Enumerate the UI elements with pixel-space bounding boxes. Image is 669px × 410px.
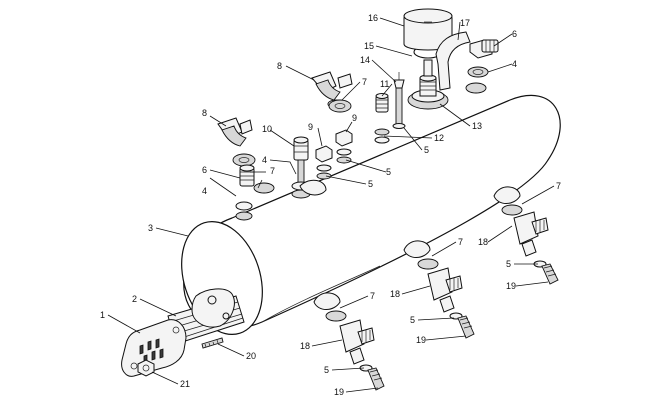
washer-4-right-hole (472, 69, 484, 75)
callout-3: 3 (148, 223, 153, 233)
callout-8-upper: 8 (277, 61, 282, 71)
washer-4-left-bottom (235, 211, 253, 221)
callout-4-left: 4 (202, 186, 207, 196)
tee-fitting-18-left (325, 310, 385, 391)
callout-20: 20 (246, 351, 256, 361)
callout-labels: 1 2 3 4 6 8 8 7 7 10 4 9 9 5 5 5 12 11 1… (100, 13, 561, 397)
sensor-11 (374, 93, 390, 144)
callout-6-right: 6 (512, 29, 517, 39)
callout-5-right: 5 (506, 259, 511, 269)
callout-18-middle: 18 (390, 289, 400, 299)
callout-5-a: 5 (368, 179, 373, 189)
washer-4-left (253, 182, 275, 194)
callout-17: 17 (460, 18, 470, 28)
callout-9-right: 9 (352, 113, 357, 123)
callout-5-left: 5 (324, 365, 329, 375)
callout-5-b: 5 (386, 167, 391, 177)
plug-9-left (315, 145, 333, 180)
callout-18-right: 18 (478, 237, 488, 247)
washer-right-lower (465, 82, 487, 94)
callout-11: 11 (380, 79, 389, 89)
fitting-6-right (469, 39, 499, 59)
callout-5-middle: 5 (410, 315, 415, 325)
callout-7-right: 7 (556, 181, 561, 191)
fitting-6-left (239, 164, 255, 187)
callout-19-right: 19 (506, 281, 516, 291)
leader-lines (107, 17, 555, 393)
callout-7-middle: 7 (458, 237, 463, 247)
callout-15: 15 (364, 41, 374, 51)
callout-9-left: 9 (308, 122, 313, 132)
nut-21 (137, 359, 155, 377)
tee-fitting-18-right (501, 204, 559, 285)
callout-7-upper: 7 (362, 77, 367, 87)
tee-fitting-18-middle (417, 258, 475, 339)
callout-16: 16 (368, 13, 378, 23)
callout-2: 2 (132, 294, 137, 304)
callout-10: 10 (262, 124, 272, 134)
callout-5-c: 5 (424, 145, 429, 155)
washer-7-upper (328, 99, 352, 113)
callout-6-left: 6 (202, 165, 207, 175)
heating-element-assembly (121, 288, 245, 377)
callout-4-mid: 4 (262, 155, 267, 165)
plug-9-right (335, 129, 353, 164)
washer-7-left-hole (238, 157, 250, 163)
callout-19-middle: 19 (416, 335, 426, 345)
callout-14: 14 (360, 55, 370, 65)
callout-19-left: 19 (334, 387, 344, 397)
callout-7-lower: 7 (370, 291, 375, 301)
bushing-7-right (493, 186, 521, 204)
callout-12: 12 (434, 133, 444, 143)
bushing-7-lower (313, 292, 341, 310)
valve-assembly (407, 42, 449, 110)
callout-7-left: 7 (270, 166, 275, 176)
bushing-7-top (299, 179, 327, 196)
elbow-fitting-8-lower (217, 117, 253, 147)
pipe-17 (435, 31, 471, 91)
bushing-7-middle (403, 240, 431, 258)
washer-7-upper-hole (334, 103, 346, 109)
washer-7-left (232, 153, 256, 167)
probe-12 (392, 72, 406, 129)
callout-1: 1 (100, 310, 105, 320)
washer-4-right (467, 66, 489, 78)
callout-18-left: 18 (300, 341, 310, 351)
callout-4-right: 4 (512, 59, 517, 69)
cap-16 (403, 8, 453, 51)
callout-21: 21 (180, 379, 190, 389)
washer-4-left-lower (235, 201, 253, 211)
callout-8-lower: 8 (202, 108, 207, 118)
callout-13: 13 (472, 121, 482, 131)
